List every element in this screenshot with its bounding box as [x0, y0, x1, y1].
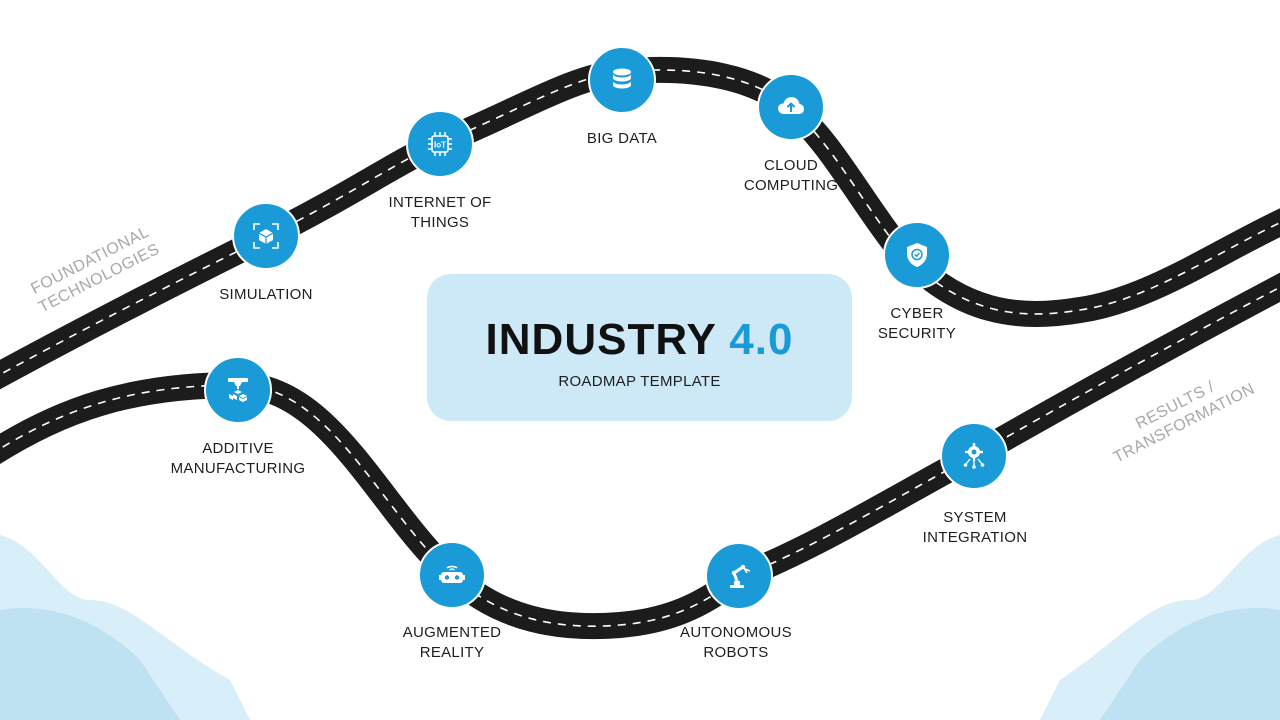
label-line: ROBOTS — [703, 644, 769, 661]
svg-text:IoT: IoT — [434, 141, 446, 150]
milestone-node-big-data[interactable] — [588, 46, 656, 114]
hill-right-back — [1100, 608, 1280, 720]
milestone-node-ar[interactable] — [418, 541, 486, 609]
milestone-node-cloud[interactable] — [757, 73, 825, 141]
milestone-node-cyber[interactable] — [883, 221, 951, 289]
label-line: INTERNET OF — [388, 194, 492, 211]
milestone-label-ar: AUGMENTED REALITY — [352, 623, 552, 663]
robot-arm-icon — [730, 564, 751, 588]
label-line: CLOUD — [763, 157, 818, 174]
label-line: AUTONOMOUS — [680, 624, 792, 641]
milestone-node-integration[interactable] — [940, 422, 1008, 490]
label-line: SECURITY — [877, 325, 957, 342]
milestone-label-cyber: CYBER SECURITY — [817, 304, 1017, 344]
label-line: AUGMENTED — [402, 624, 502, 641]
milestone-node-iot[interactable]: IoT — [406, 110, 474, 178]
gear-network-icon — [963, 443, 985, 469]
label-line: INTEGRATION — [922, 529, 1028, 546]
label-line: MANUFACTURING — [170, 460, 306, 477]
milestone-node-robots[interactable] — [705, 542, 773, 610]
milestone-node-additive[interactable] — [204, 356, 272, 424]
page-title: INDUSTRY 4.0 — [427, 315, 852, 365]
3d-printer-icon — [228, 378, 248, 402]
label-line: CYBER — [890, 305, 944, 322]
vr-headset-icon — [439, 565, 465, 583]
milestone-label-robots: AUTONOMOUS ROBOTS — [636, 623, 836, 663]
title-card: INDUSTRY 4.0 ROADMAP TEMPLATE — [427, 274, 852, 421]
database-icon — [613, 68, 631, 89]
milestone-label-big-data: BIG DATA — [522, 129, 722, 149]
milestone-node-simulation[interactable] — [232, 202, 300, 270]
milestone-label-additive: ADDITIVE MANUFACTURING — [138, 439, 338, 479]
milestone-label-cloud: CLOUD COMPUTING — [691, 156, 891, 196]
milestone-label-simulation: SIMULATION — [166, 285, 366, 305]
hill-left-back — [0, 608, 180, 720]
label-line: SIMULATION — [219, 286, 313, 303]
label-line: THINGS — [410, 214, 470, 231]
title-accent: 4.0 — [729, 315, 794, 364]
shield-check-icon — [907, 243, 927, 267]
cloud-upload-icon — [778, 97, 804, 114]
label-line: COMPUTING — [743, 177, 839, 194]
page-subtitle: ROADMAP TEMPLATE — [558, 373, 721, 390]
label-line: REALITY — [419, 644, 485, 661]
milestone-label-iot: INTERNET OF THINGS — [340, 193, 540, 233]
label-line: ADDITIVE — [202, 440, 274, 457]
cube-scan-icon — [253, 223, 279, 249]
milestone-label-integration: SYSTEM INTEGRATION — [875, 508, 1075, 548]
label-line: BIG DATA — [586, 130, 658, 147]
title-main: INDUSTRY — [485, 315, 717, 364]
iot-chip-icon: IoT — [428, 132, 452, 156]
label-line: SYSTEM — [943, 509, 1007, 526]
